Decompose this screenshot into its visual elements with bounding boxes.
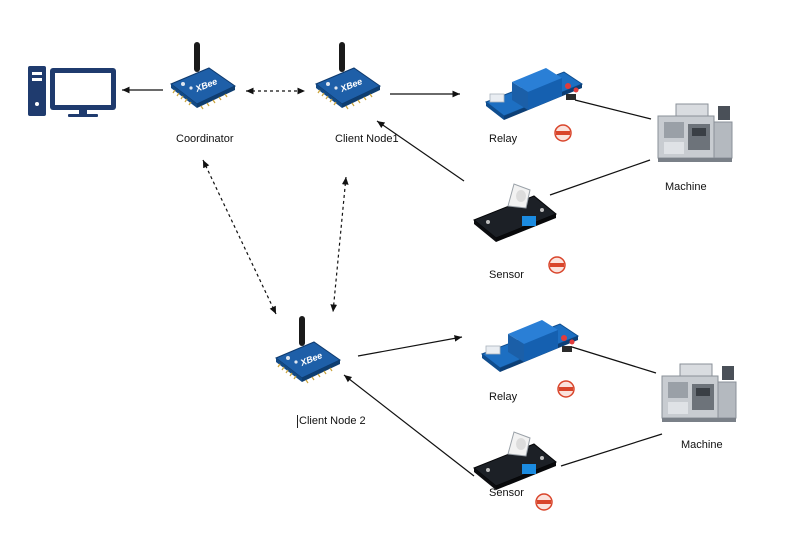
link-relay1-machine1 xyxy=(574,99,652,120)
client-node2-label: Client Node 2 xyxy=(299,415,366,427)
xbee-coordinator-icon: XBee xyxy=(170,41,236,110)
machine2-label: Machine xyxy=(681,439,723,451)
current-sensor-icon xyxy=(473,431,557,491)
link-sensor1-node1 xyxy=(376,120,465,182)
link-node1-node2 xyxy=(330,176,349,313)
link-sensor2-node2 xyxy=(343,374,475,477)
badge-icon xyxy=(535,493,553,511)
connectors xyxy=(122,86,663,477)
relay-module-icon xyxy=(481,319,579,373)
relay1-label: Relay xyxy=(489,133,518,145)
machine1-label: Machine xyxy=(665,181,707,193)
badge-icon xyxy=(548,256,566,274)
client-node1-label: Client Node1 xyxy=(335,133,399,145)
xbee-client-node1-icon: XBee xyxy=(315,41,381,110)
desktop-computer-icon xyxy=(28,66,116,117)
link-coordinator-node2 xyxy=(202,159,277,315)
sensor1-label: Sensor xyxy=(489,269,524,281)
current-sensor-icon xyxy=(473,183,557,243)
link-node2-relay2 xyxy=(357,335,463,357)
link-sensor2-machine2 xyxy=(560,433,663,467)
badge-icon xyxy=(557,380,575,398)
coordinator-label: Coordinator xyxy=(176,133,234,145)
industrial-machine-icon xyxy=(661,363,737,423)
xbee-client-node2-icon: XBee xyxy=(275,315,341,384)
link-sensor1-machine1 xyxy=(549,159,651,196)
relay2-label: Relay xyxy=(489,391,518,403)
text-cursor xyxy=(297,415,298,428)
relay-module-icon xyxy=(485,67,583,121)
badge-icon xyxy=(554,124,572,142)
industrial-machine-icon xyxy=(657,103,733,163)
link-relay2-machine2 xyxy=(571,346,657,374)
sensor2-label: Sensor xyxy=(489,487,524,499)
